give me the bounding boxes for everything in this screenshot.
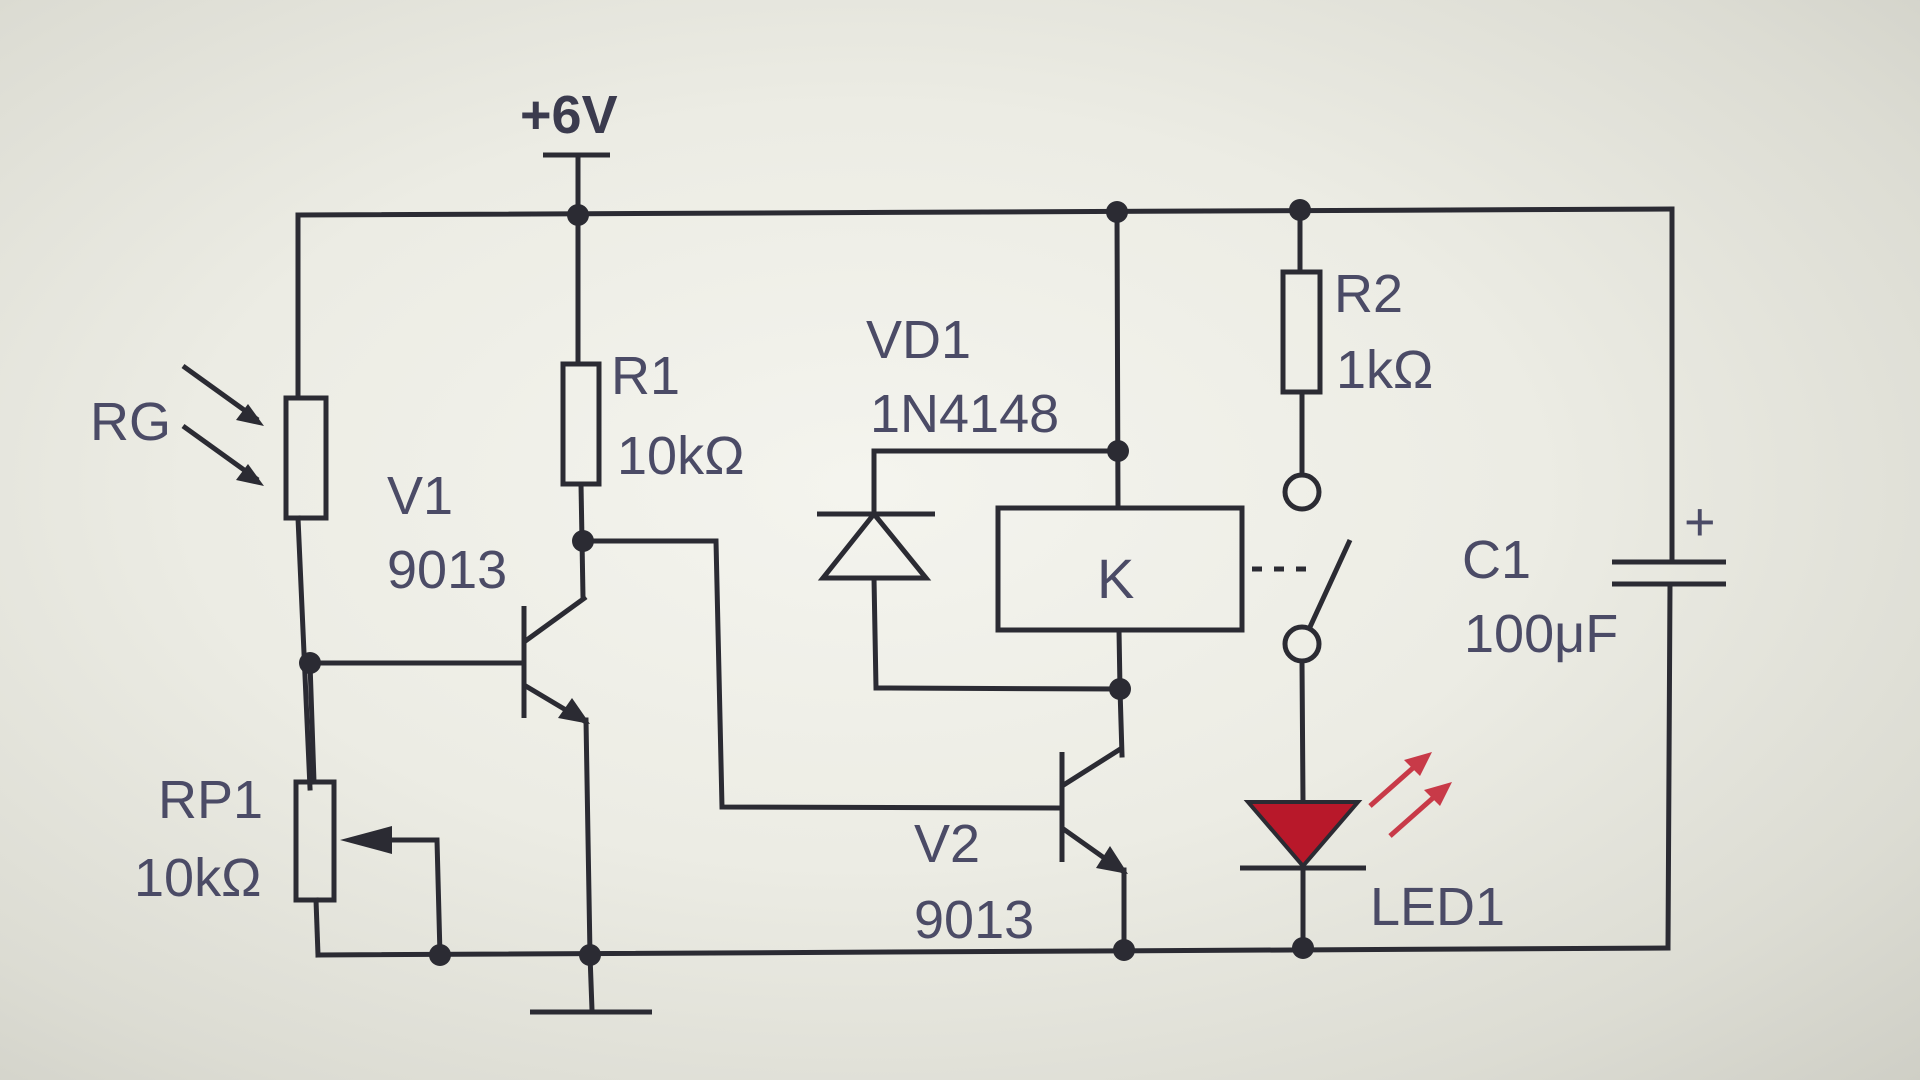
- junction-dot: [299, 652, 321, 674]
- vd1-diode-symbol: [817, 510, 935, 581]
- rp1-wiper-arrow-icon: [340, 826, 392, 854]
- c1-name-label: C1: [1462, 530, 1531, 590]
- r2-resistor-body: [1280, 269, 1323, 395]
- rp1-wiper-wire: [387, 837, 443, 958]
- junction-dot: [572, 530, 594, 552]
- junction-dot: [1289, 199, 1311, 221]
- v2-collector-wire: [1117, 686, 1125, 758]
- junction-dots: [299, 199, 1314, 966]
- vd1-name-label: VD1: [866, 310, 971, 370]
- relay-supply-wire: [1114, 209, 1121, 511]
- bottom-rail-wire: [315, 945, 1671, 958]
- relay-coil-box: [995, 505, 1245, 633]
- supply-label: +6V: [520, 85, 618, 145]
- rp1-value-label: 10kΩ: [134, 848, 261, 908]
- rg-light-arrows-icon: [181, 363, 264, 486]
- v2-name-label: V2: [914, 814, 980, 874]
- c1-polarity-label: +: [1684, 492, 1716, 552]
- junction-dot: [1106, 201, 1128, 223]
- v2-transistor-symbol: [1059, 745, 1128, 875]
- junction-dot: [1107, 440, 1129, 462]
- junction-dot: [1109, 678, 1131, 700]
- v1-transistor-symbol: [521, 594, 590, 725]
- relay-switch-symbol: [1252, 472, 1353, 664]
- junction-dot: [1113, 939, 1135, 961]
- rg-bottom-wire: [295, 515, 313, 791]
- r2-name-label: R2: [1334, 264, 1403, 324]
- rp1-top-wire: [307, 660, 317, 785]
- v1-emitter-wire: [583, 717, 593, 958]
- r2-value-label: 1kΩ: [1336, 340, 1433, 400]
- rg-resistor-body: [283, 395, 329, 521]
- junction-dot: [579, 944, 601, 966]
- junction-dot: [1292, 937, 1314, 959]
- r1-value-label: 10kΩ: [617, 426, 744, 486]
- v1-model-label: 9013: [387, 540, 507, 600]
- c1-capacitor-symbol: [1612, 559, 1726, 587]
- led1-label: LED1: [1370, 877, 1505, 937]
- vd1-model-label: 1N4148: [870, 384, 1059, 444]
- junction-dot: [429, 944, 451, 966]
- relay-label: K: [1097, 547, 1134, 610]
- led1-light-arrows-icon: [1368, 752, 1452, 838]
- rp1-name-label: RP1: [158, 770, 263, 830]
- r1-name-label: R1: [611, 346, 680, 406]
- rp1-resistor-body: [293, 779, 337, 903]
- junction-dot: [567, 204, 589, 226]
- switch-to-led-wire: [1299, 659, 1306, 805]
- r1-resistor-body: [560, 361, 602, 487]
- v1-collector-to-v2-base-wire: [580, 538, 1061, 811]
- c1-bottom-wire: [1665, 581, 1673, 951]
- led1-symbol: [1240, 800, 1366, 871]
- rp1-bottom-wire: [313, 897, 321, 958]
- rg-label: RG: [90, 392, 171, 452]
- c1-value-label: 100μF: [1464, 604, 1618, 664]
- v1-name-label: V1: [387, 466, 453, 526]
- diode-bottom-wire: [871, 575, 1123, 692]
- led1-body: [1243, 800, 1363, 870]
- v2-model-label: 9013: [914, 890, 1034, 950]
- top-rail-wire: [295, 206, 1675, 218]
- diode-top-wire: [871, 448, 1121, 517]
- wires: [295, 152, 1675, 1013]
